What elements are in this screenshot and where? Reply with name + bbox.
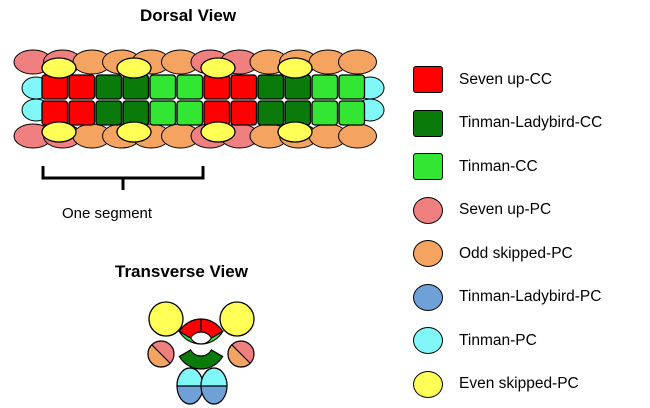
legend-item: Tinman-PC: [413, 319, 602, 363]
even-skipped-pc-cell: [116, 57, 152, 79]
dorsal-view-title: Dorsal View: [140, 6, 237, 25]
legend: Seven up-CC Tinman-Ladybird-CC Tinman-CC Se…: [413, 58, 602, 406]
cardial-cell: [149, 74, 177, 100]
outer-pericardial-cell: [338, 123, 377, 149]
cardial-cell: [257, 74, 285, 100]
even-skipped-pc-cell: [41, 57, 77, 79]
legend-item: Seven up-PC: [413, 189, 602, 233]
even-skipped-pc-cell: [41, 121, 77, 143]
even-skipped-pc-cell: [277, 121, 313, 143]
cardial-cell: [230, 74, 258, 100]
legend-item: Odd skipped-PC: [413, 232, 602, 276]
segment-label: One segment: [62, 205, 153, 222]
legend-label: Tinman-PC: [459, 331, 537, 349]
legend-label: Odd skipped-PC: [459, 244, 573, 262]
cardial-cell: [41, 74, 69, 100]
tinman-cc-ring: [177, 329, 225, 345]
legend-item: Tinman-Ladybird-CC: [413, 102, 602, 146]
cardial-cell: [176, 100, 204, 126]
legend-label: Even skipped-PC: [459, 375, 579, 393]
outer-pericardial-cell: [338, 49, 377, 75]
cardial-cell: [311, 100, 339, 126]
cardial-cell: [230, 100, 258, 126]
legend-label: Tinman-Ladybird-PC: [459, 288, 602, 306]
legend-swatch: [413, 153, 443, 181]
tinman-pc-part: [176, 367, 204, 387]
legend-swatch: [413, 283, 443, 311]
ventral-pericardial-cell: [200, 367, 228, 405]
legend-swatch: [413, 109, 443, 137]
cardial-cell: [284, 100, 312, 126]
segment-bracket: [41, 166, 205, 190]
cardial-cell: [95, 74, 123, 100]
transverse-view-title: Transverse View: [115, 262, 248, 281]
even-skipped-pc-cell: [219, 301, 255, 337]
legend-swatch: [413, 327, 443, 355]
legend-label: Tinman-CC: [459, 157, 538, 175]
even-skipped-pc-cell: [277, 57, 313, 79]
even-skipped-pc-cell: [200, 57, 236, 79]
cardial-cell: [41, 100, 69, 126]
cardial-cell: [257, 100, 285, 126]
cardial-cell: [95, 100, 123, 126]
cardial-cell: [338, 100, 366, 126]
cardial-cell: [68, 74, 96, 100]
legend-swatch: [413, 370, 443, 398]
cardial-cell: [176, 74, 204, 100]
odd-skipped-pc-half: [227, 343, 252, 368]
even-skipped-pc-cell: [200, 121, 236, 143]
cardial-cell: [149, 100, 177, 126]
legend-item: Tinman-CC: [413, 145, 602, 189]
legend-swatch: [413, 196, 443, 224]
cardial-cell: [311, 74, 339, 100]
tinman-pc-part: [200, 367, 228, 387]
legend-label: Tinman-Ladybird-CC: [459, 114, 603, 132]
split-pericardial-cell: [227, 340, 255, 368]
even-skipped-pc-cell: [148, 301, 184, 337]
split-pericardial-cell: [147, 340, 175, 368]
even-skipped-pc-cell: [116, 121, 152, 143]
cardial-cell: [68, 100, 96, 126]
heart-diagram: [13, 49, 385, 405]
odd-skipped-pc-half: [147, 343, 172, 368]
legend-item: Seven up-CC: [413, 58, 602, 102]
ventral-pericardial-cell: [176, 367, 204, 405]
cardial-cell: [284, 74, 312, 100]
legend-swatch: [413, 240, 443, 268]
transverse-view-cross-section: [147, 301, 255, 405]
legend-item: Even skipped-PC: [413, 363, 602, 407]
legend-swatch: [413, 66, 443, 94]
cardial-cell: [338, 74, 366, 100]
legend-item: Tinman-Ladybird-PC: [413, 276, 602, 320]
legend-label: Seven up-PC: [459, 201, 552, 219]
legend-label: Seven up-CC: [459, 70, 553, 88]
tinman-ladybird-cc-ring: [178, 349, 224, 370]
dorsal-view-tube: [13, 49, 385, 149]
